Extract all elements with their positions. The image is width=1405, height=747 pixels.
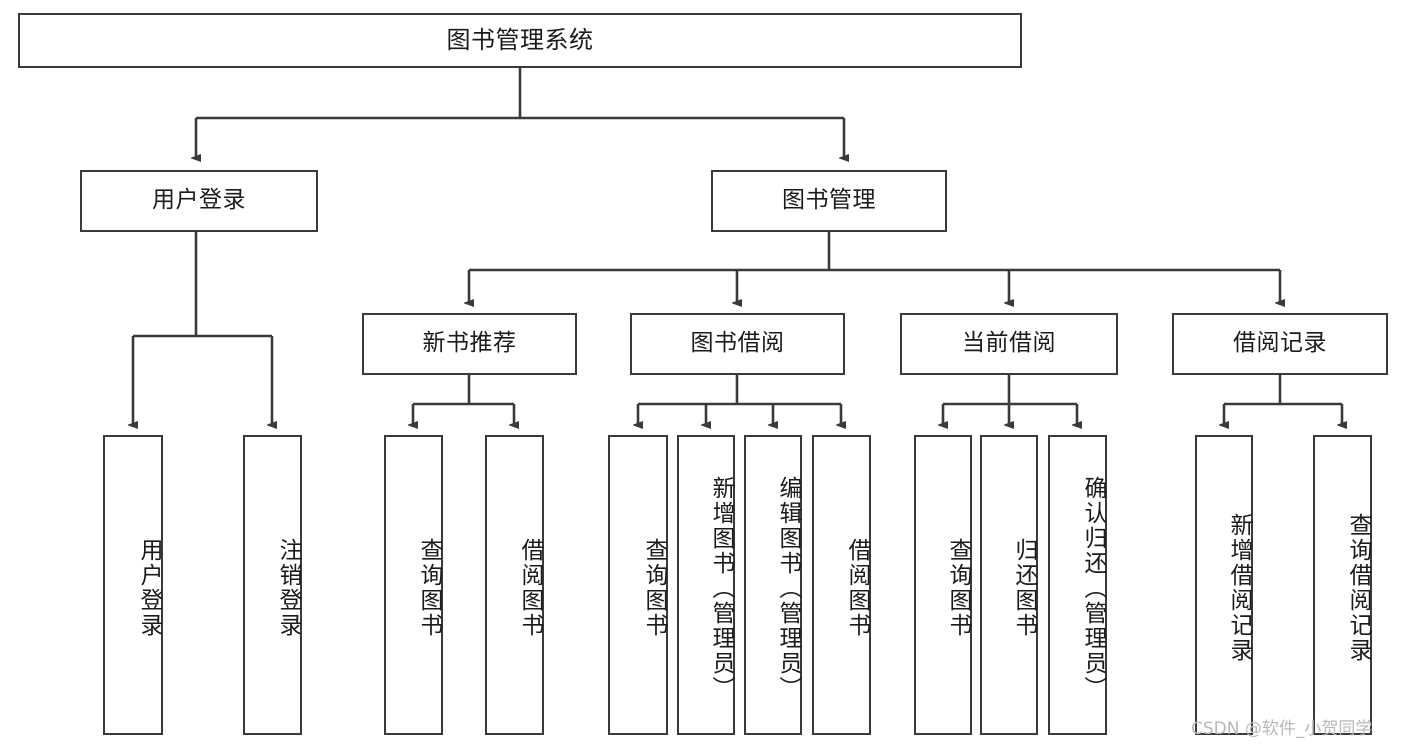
node-user-login[interactable]: 用户登录: [80, 170, 318, 232]
node-label: 查询借阅记录: [1345, 513, 1371, 663]
leaf-borrow-edit-book[interactable]: 编辑图书（管理员）: [744, 435, 802, 735]
leaf-user-logout[interactable]: 注销登录: [243, 435, 302, 735]
node-label: 借阅图书: [844, 538, 870, 638]
node-label: 新书推荐: [422, 330, 517, 357]
node-current-borrow[interactable]: 当前借阅: [900, 313, 1118, 375]
node-label: 当前借阅: [962, 330, 1056, 357]
node-label: 编辑图书（管理员）: [775, 475, 801, 701]
node-label: 新增图书（管理员）: [708, 475, 734, 701]
leaf-borrow-add-book[interactable]: 新增图书（管理员）: [677, 435, 735, 735]
leaf-current-return-book[interactable]: 归还图书: [980, 435, 1038, 735]
node-new-book-recommend[interactable]: 新书推荐: [362, 313, 577, 375]
node-label: 查询图书: [945, 538, 971, 638]
leaf-borrow-query-book[interactable]: 查询图书: [608, 435, 668, 735]
leaf-record-add[interactable]: 新增借阅记录: [1195, 435, 1253, 735]
node-label: 归还图书: [1011, 538, 1037, 638]
node-root-system[interactable]: 图书管理系统: [18, 13, 1022, 68]
node-label: 图书管理系统: [446, 26, 594, 55]
node-label: 确认归还（管理员）: [1080, 475, 1106, 701]
node-label: 用户登录: [136, 538, 162, 638]
leaf-current-confirm-return[interactable]: 确认归还（管理员）: [1048, 435, 1107, 735]
node-label: 新增借阅记录: [1226, 513, 1252, 663]
node-label: 注销登录: [275, 538, 301, 638]
node-label: 借阅图书: [517, 538, 543, 638]
node-book-borrow[interactable]: 图书借阅: [630, 313, 845, 375]
node-label: 查询图书: [416, 538, 442, 638]
node-label: 用户登录: [152, 187, 246, 214]
leaf-current-query-book[interactable]: 查询图书: [914, 435, 972, 735]
node-book-management[interactable]: 图书管理: [711, 170, 947, 232]
leaf-record-query[interactable]: 查询借阅记录: [1313, 435, 1372, 735]
node-label: 借阅记录: [1233, 330, 1327, 357]
node-label: 图书借阅: [690, 330, 785, 357]
leaf-borrow-lend-book[interactable]: 借阅图书: [812, 435, 871, 735]
leaf-user-login[interactable]: 用户登录: [103, 435, 163, 735]
node-borrow-record[interactable]: 借阅记录: [1172, 313, 1388, 375]
leaf-new-book-borrow[interactable]: 借阅图书: [485, 435, 544, 735]
node-label: 图书管理: [782, 187, 876, 214]
watermark-csdn: CSDN @软件_小贺同学: [1191, 719, 1373, 739]
node-label: 查询图书: [641, 538, 667, 638]
leaf-new-book-query[interactable]: 查询图书: [384, 435, 443, 735]
